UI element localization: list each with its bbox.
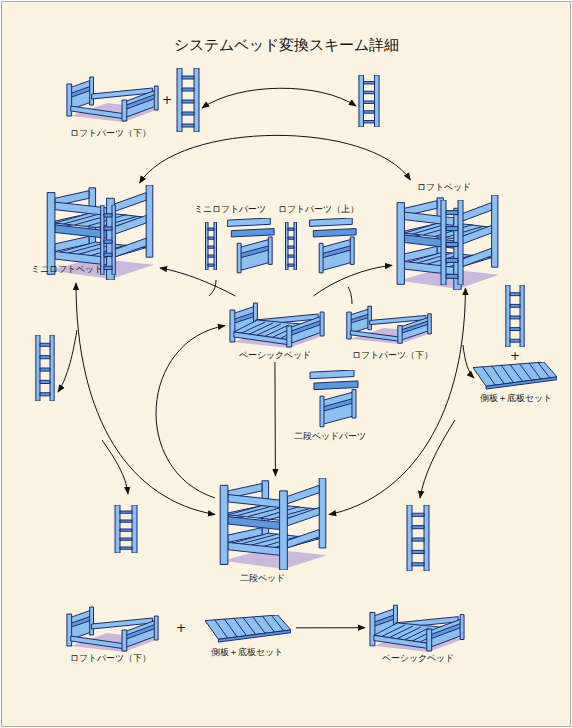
loft-parts-illustration bbox=[67, 607, 159, 652]
ladder-illustration bbox=[36, 335, 54, 401]
branch-arrow bbox=[202, 88, 356, 108]
node-caption: ロフトパーツ（下） bbox=[70, 129, 151, 138]
node-caption: ミニロフトベッド bbox=[31, 265, 103, 274]
bed-item: ロフトパーツ（下） bbox=[62, 600, 162, 666]
node-caption: ロフトパーツ（上） bbox=[278, 205, 359, 214]
bed-item: ミニロフトベッド bbox=[40, 183, 160, 283]
node-caption: ロフトパーツ（下） bbox=[70, 654, 151, 663]
branch-arrow bbox=[102, 440, 128, 494]
conversion-arrow bbox=[296, 627, 365, 628]
conversion-arrow bbox=[329, 288, 465, 515]
conversion-arrow bbox=[160, 268, 235, 296]
bed-item: ベーシックベッド bbox=[225, 296, 329, 362]
conversion-arrow bbox=[274, 362, 276, 476]
ladder-illustration bbox=[177, 68, 199, 132]
plank-illustration bbox=[205, 615, 291, 642]
parts-illustration bbox=[310, 370, 358, 427]
node-caption: ベーシックベッド bbox=[239, 351, 311, 360]
node-caption: ベーシックベッド bbox=[382, 654, 454, 663]
plus-sign: + bbox=[510, 349, 520, 363]
ladder-illustration bbox=[506, 285, 524, 347]
bed-item: ロフトパーツ（下） bbox=[62, 70, 162, 142]
bed-item: 側板＋底板セット bbox=[200, 612, 296, 660]
ladder-illustration bbox=[359, 75, 379, 127]
plank-illustration bbox=[473, 362, 557, 389]
bed-item: ロフトベッド bbox=[392, 180, 500, 288]
bed-item: 側板＋底板セット bbox=[470, 282, 560, 404]
parts-illustration bbox=[227, 218, 274, 273]
node-caption: 二段ベッドパーツ bbox=[294, 432, 366, 441]
bed-item: 二段ベッド bbox=[215, 476, 329, 586]
ladder-illustration bbox=[115, 505, 137, 553]
diagram-title: システムベッド変換スキーム詳細 bbox=[174, 36, 399, 55]
node-caption: 側板＋底板セット bbox=[211, 648, 283, 657]
branch-arrow bbox=[463, 345, 474, 378]
node-caption: 側板＋底板セット bbox=[480, 394, 552, 403]
loft-parts-illustration bbox=[67, 77, 159, 122]
ladder-illustration bbox=[407, 505, 429, 571]
leader-line bbox=[209, 280, 216, 296]
node-caption: ロフトパーツ（下） bbox=[352, 351, 433, 360]
plus-sign: + bbox=[176, 621, 186, 635]
bed-item: ベーシックベッド bbox=[365, 600, 469, 666]
branch-arrow bbox=[420, 420, 455, 498]
ladder-illustration bbox=[206, 222, 217, 270]
ladder-illustration bbox=[441, 200, 463, 285]
conversion-arrow bbox=[156, 326, 225, 498]
bed-item: ロフトパーツ（上） bbox=[282, 200, 362, 278]
node-caption: ロフトベッド bbox=[417, 183, 471, 192]
basic-bed-illustration bbox=[230, 303, 325, 348]
conversion-arrow bbox=[76, 283, 215, 515]
conversion-arrow bbox=[313, 265, 392, 296]
conversion-arrow bbox=[140, 135, 411, 183]
bed-item: ロフトパーツ（下） bbox=[343, 300, 435, 362]
bunk-bed-illustration bbox=[220, 478, 327, 570]
parts-illustration bbox=[309, 218, 356, 273]
bed-item: 二段ベッドパーツ bbox=[288, 366, 372, 442]
ladder-illustration bbox=[286, 222, 297, 270]
loft-parts-illustration bbox=[347, 306, 432, 344]
branch-arrow bbox=[58, 330, 77, 392]
leader-line bbox=[348, 287, 352, 304]
basic-bed-illustration bbox=[370, 605, 465, 652]
plus-sign: + bbox=[162, 93, 172, 107]
loft-bed-illustration bbox=[397, 195, 499, 290]
node-caption: ミニロフトパーツ bbox=[194, 205, 266, 214]
node-caption: 二段ベッド bbox=[240, 574, 285, 583]
bed-item: ミニロフトパーツ bbox=[198, 200, 280, 278]
